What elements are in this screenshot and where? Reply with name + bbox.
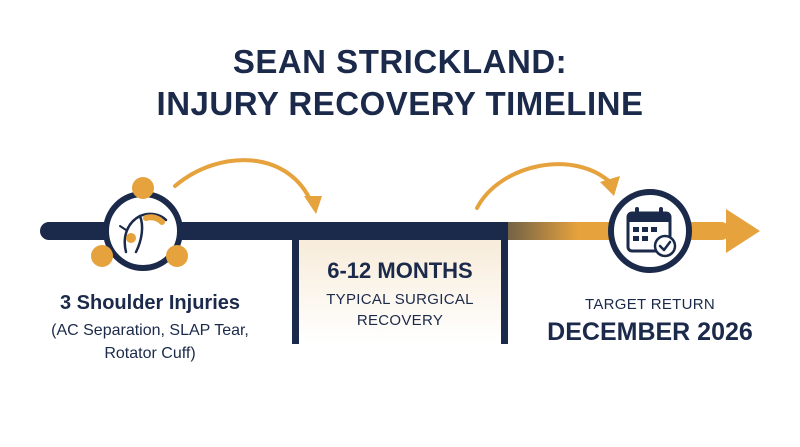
page-title-line-2: INJURY RECOVERY TIMELINE <box>156 85 644 122</box>
curved-arrow-2 <box>475 162 614 210</box>
recovery-panel-left-border <box>292 228 299 344</box>
recovery-detail-line-1: TYPICAL SURGICAL <box>326 291 474 308</box>
recovery-panel-top-border <box>292 222 508 240</box>
curved-arrow-2-head <box>600 176 620 196</box>
injury-heading: 3 Shoulder Injuries <box>59 292 241 314</box>
injury-detail-line-2: Rotator Cuff) <box>104 345 196 362</box>
target-return-date: DECEMBER 2026 <box>547 318 753 346</box>
shoulder-injury-icon <box>91 177 188 271</box>
curved-arrow-1 <box>173 158 314 206</box>
calendar-check-icon <box>608 189 692 273</box>
recovery-panel <box>292 230 508 344</box>
page-title-line-1: SEAN STRICKLAND: <box>232 43 568 80</box>
timeline-arrowhead <box>726 209 760 253</box>
recovery-panel-right-border <box>501 228 508 344</box>
injury-detail-line-1: (AC Separation, SLAP Tear, <box>51 322 249 339</box>
recovery-duration: 6-12 MONTHS <box>327 258 473 283</box>
target-return-label: TARGET RETURN <box>584 296 715 313</box>
curved-arrow-1-head <box>304 196 322 214</box>
recovery-detail-line-2: RECOVERY <box>356 312 444 329</box>
